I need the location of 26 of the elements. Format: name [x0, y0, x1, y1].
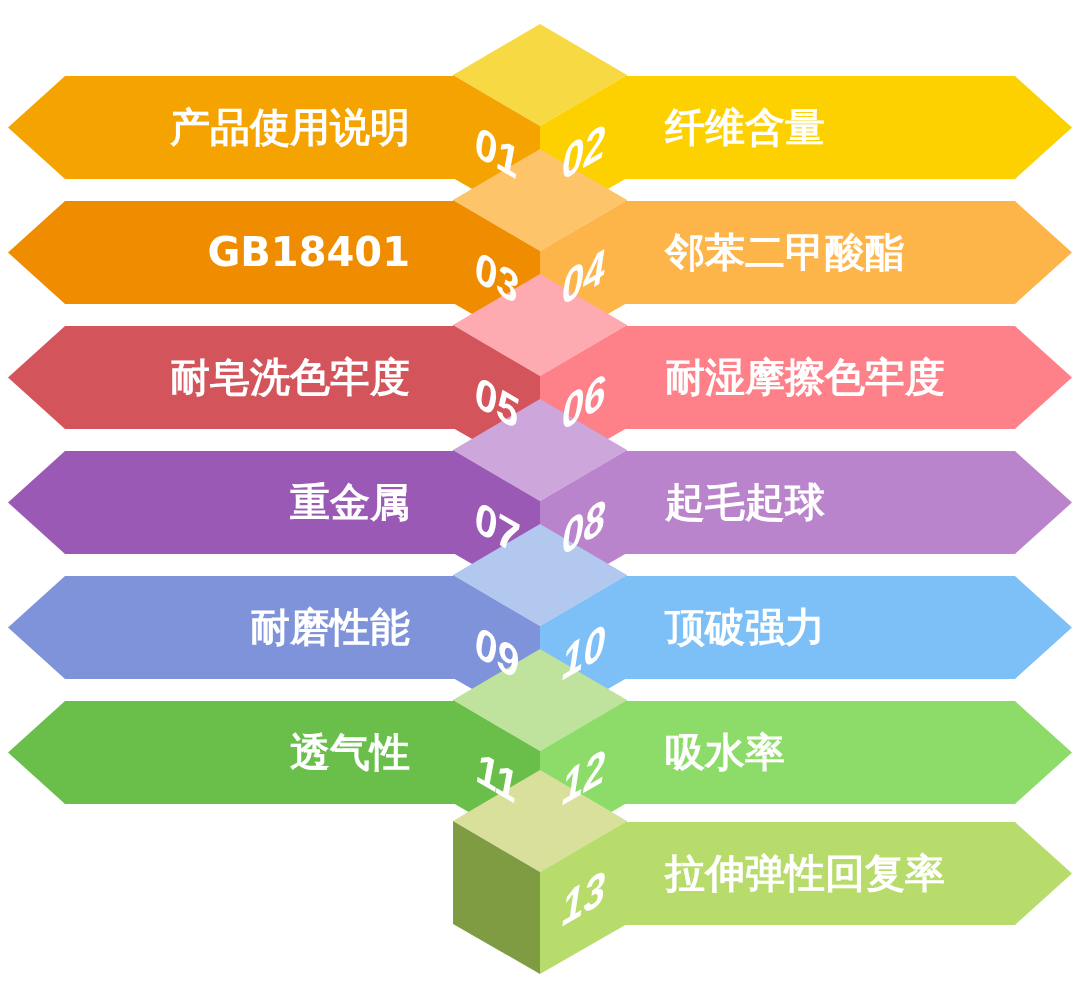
step-number: 06: [560, 362, 607, 443]
item-label: 拉伸弹性回复率: [665, 848, 945, 898]
step-number: 12: [560, 737, 607, 818]
item-label: 顶破强力: [665, 602, 825, 652]
item-label: 耐皂洗色牢度: [170, 352, 410, 402]
step-number: 04: [560, 237, 607, 318]
item-label: 产品使用说明: [170, 102, 410, 152]
item-label: 耐磨性能: [250, 602, 410, 652]
item-label: 耐湿摩擦色牢度: [665, 352, 945, 402]
item-label: 重金属: [290, 477, 410, 527]
step-number: 01: [473, 112, 520, 193]
step-number: 11: [475, 738, 518, 817]
step-number: 08: [560, 487, 607, 568]
step-number: 10: [560, 612, 607, 693]
step-number: 05: [473, 362, 520, 443]
item-label: 起毛起球: [665, 477, 825, 527]
item-label: GB18401: [207, 227, 410, 277]
step-number: 09: [473, 612, 520, 693]
step-number: 07: [473, 487, 520, 568]
item-label: 吸水率: [665, 727, 785, 777]
item-label: 邻苯二甲酸酯: [665, 227, 905, 277]
step-number: 02: [560, 112, 607, 193]
item-label: 纤维含量: [665, 102, 825, 152]
step-number: 13: [560, 858, 607, 939]
step-number: 03: [473, 237, 520, 318]
item-label: 透气性: [290, 727, 410, 777]
